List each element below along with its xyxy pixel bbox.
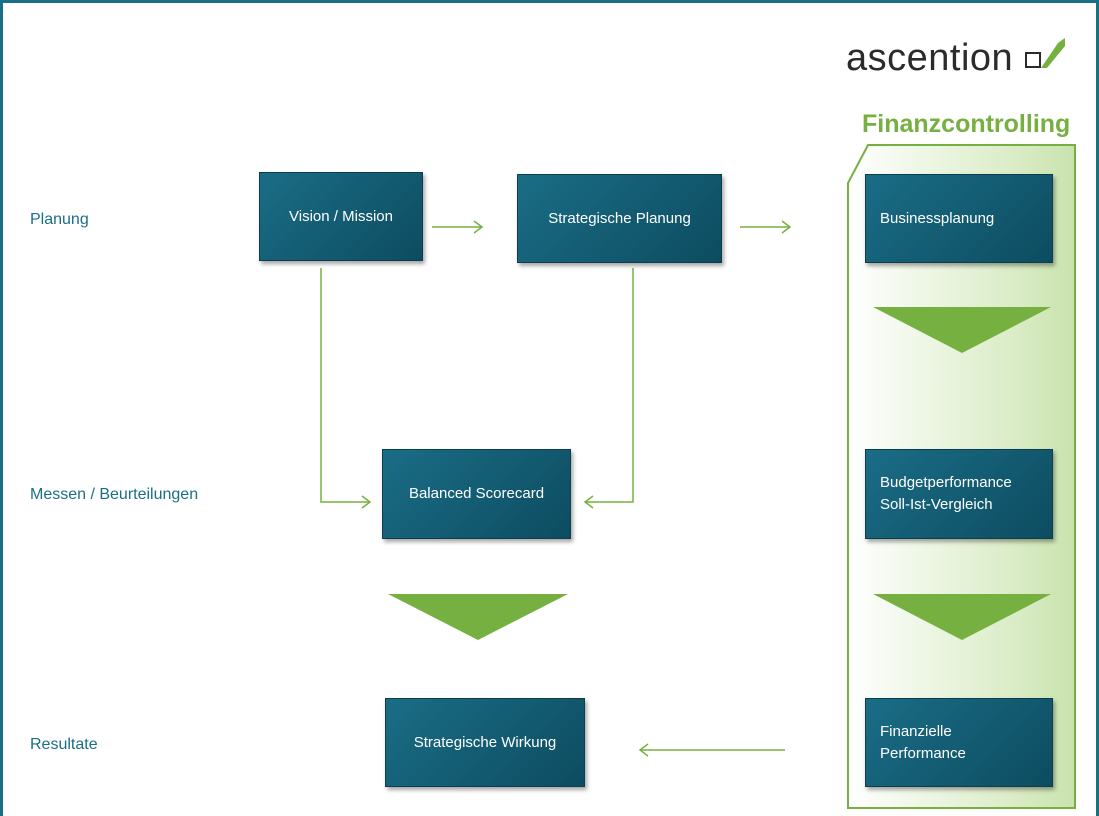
ascention-logo: ascention xyxy=(846,33,1069,83)
box-vision-mission: Vision / Mission xyxy=(259,172,423,261)
box-budgetperformance: Budgetperformance Soll-Ist-Vergleich xyxy=(865,449,1053,539)
row-label-planung: Planung xyxy=(30,211,89,228)
arrow-finanziell-to-wirkung xyxy=(638,743,785,757)
box-strategische-wirkung: Strategische Wirkung xyxy=(385,698,585,787)
down-triangle-business xyxy=(873,307,1051,353)
down-triangle-budget xyxy=(873,594,1051,640)
connector-vision-to-scorecard xyxy=(320,268,372,509)
logo-text: ascention xyxy=(846,36,1014,79)
box-balanced-scorecard-label: Balanced Scorecard xyxy=(408,485,545,502)
box-finanzielle-performance: Finanzielle Performance xyxy=(865,698,1053,787)
logo-mark-icon xyxy=(1025,38,1069,78)
box-businessplanung: Businessplanung xyxy=(865,174,1053,263)
box-budgetperformance-label: Budgetperformance Soll-Ist-Vergleich xyxy=(880,474,1012,513)
arrow-vision-to-planung xyxy=(432,220,484,234)
box-balanced-scorecard: Balanced Scorecard xyxy=(382,449,571,539)
down-triangle-scorecard xyxy=(388,594,568,640)
box-strategische-wirkung-label: Strategische Wirkung xyxy=(413,733,557,751)
arrow-planung-to-business xyxy=(740,220,792,234)
finanzcontrolling-title: Finanzcontrolling xyxy=(862,110,1071,138)
row-label-resultate: Resultate xyxy=(30,736,98,753)
box-strategische-planung-label: Strategische Planung xyxy=(548,209,691,227)
box-vision-mission-label: Vision / Mission xyxy=(289,207,393,225)
box-finanzielle-performance-label: Finanzielle Performance xyxy=(880,722,966,762)
box-businessplanung-label: Businessplanung xyxy=(880,209,995,227)
row-label-messen: Messen / Beurteilungen xyxy=(30,486,199,503)
box-strategische-planung: Strategische Planung xyxy=(517,174,722,263)
connector-planung-to-scorecard xyxy=(583,268,634,509)
